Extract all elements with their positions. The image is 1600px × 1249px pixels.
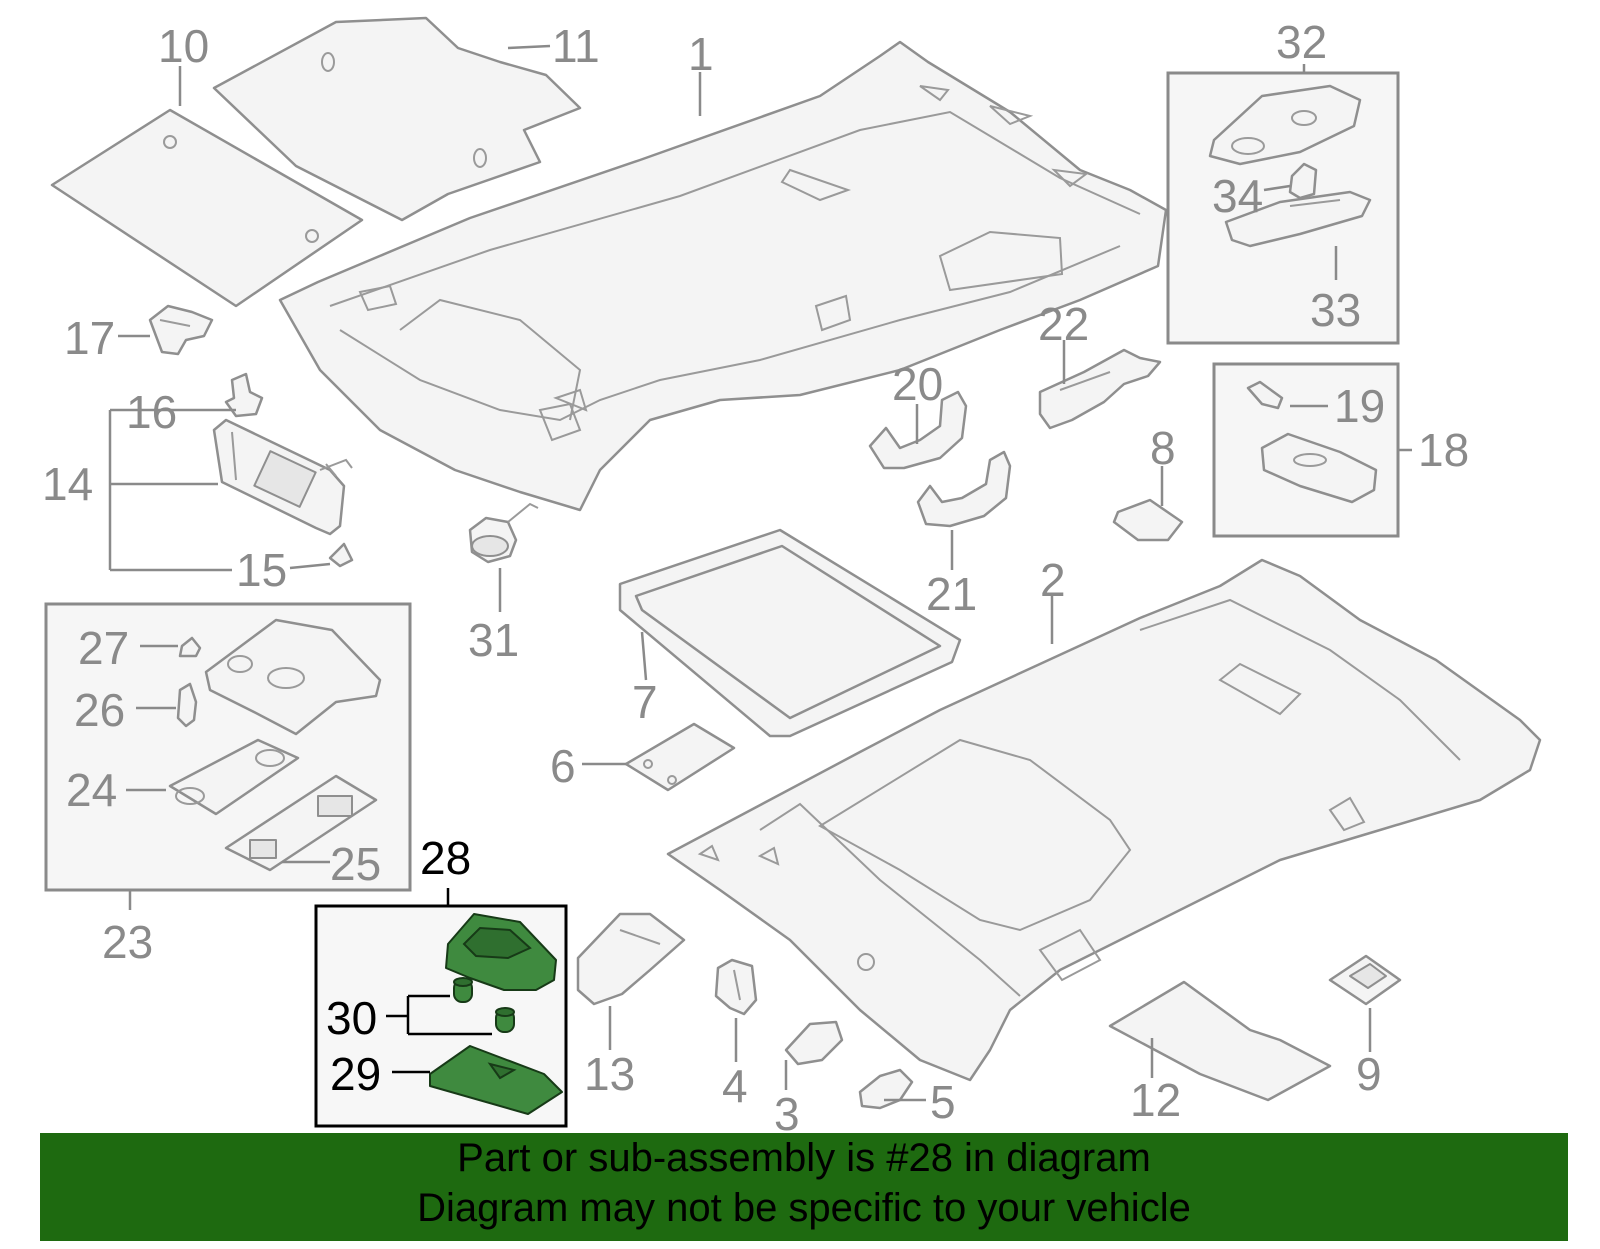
part-8-cover [1112,498,1184,542]
part-12-pad [1108,980,1332,1102]
part-7-sunroof-seal [618,528,962,738]
part-15-clip [328,542,354,568]
callout-10: 10 [158,20,209,72]
info-banner: Part or sub-assembly is #28 in diagram D… [40,1133,1568,1241]
callout-20: 20 [892,358,943,410]
callout-34: 34 [1212,170,1263,222]
callout-28: 28 [420,832,471,884]
callout-30: 30 [326,992,377,1044]
callout-5: 5 [930,1076,956,1128]
callout-6: 6 [550,740,576,792]
part-20-grab-handle [868,390,968,470]
callout-1: 1 [688,28,714,80]
part-13-bracket [576,912,686,1006]
banner-line-2: Diagram may not be specific to your vehi… [417,1186,1191,1230]
callout-25: 25 [330,838,381,890]
part-29-lens [429,1045,563,1115]
callout-31: 31 [468,614,519,666]
callout-17: 17 [64,312,115,364]
part-1-headliner [278,40,1168,512]
part-18-group-box [1212,362,1400,538]
callout-19: 19 [1334,380,1385,432]
callout-26: 26 [74,684,125,736]
callout-13: 13 [584,1048,635,1100]
callout-11: 11 [552,20,600,72]
part-32-group-box [1166,71,1400,345]
part-21-grab-handle [916,450,1012,528]
part-11-pad [212,16,582,222]
callout-33: 33 [1310,284,1361,336]
callout-12: 12 [1130,1074,1181,1126]
callout-2: 2 [1040,554,1066,606]
leader-lines-highlight [386,888,492,1074]
callout-29: 29 [330,1048,381,1100]
part-16-clip [224,372,264,418]
part-28-group-box [314,904,568,1128]
callout-7: 7 [632,676,658,728]
part-6-plate [624,722,736,792]
callout-labels: 10 11 1 32 34 33 17 22 20 19 16 8 14 18 … [42,16,1469,1140]
callout-4: 4 [722,1060,748,1112]
callout-18: 18 [1418,424,1469,476]
part-5-clip [858,1068,914,1110]
part-22-bracket [1038,348,1162,430]
part-3-clip [784,1020,844,1066]
part-4-clip [714,958,758,1016]
callout-22: 22 [1038,298,1089,350]
leader-lines [108,44,1412,1102]
callout-21: 21 [926,568,977,620]
callout-14: 14 [42,458,93,510]
part-2-headliner [666,558,1542,1082]
callout-9: 9 [1356,1048,1382,1100]
callout-23: 23 [102,916,153,968]
callout-32: 32 [1276,16,1327,68]
part-9-bracket [1328,954,1402,1006]
part-23-group-box [44,602,412,892]
part-14-sun-visor [212,418,353,536]
part-31-lamp [468,502,539,564]
callout-16: 16 [126,386,177,438]
callout-3: 3 [774,1088,800,1140]
banner-line-1: Part or sub-assembly is #28 in diagram [457,1136,1151,1180]
part-10-pad [50,108,364,308]
callout-24: 24 [66,764,117,816]
callout-27: 27 [78,622,129,674]
callout-15: 15 [236,544,287,596]
part-17-clip [148,304,214,356]
callout-8: 8 [1150,422,1176,474]
